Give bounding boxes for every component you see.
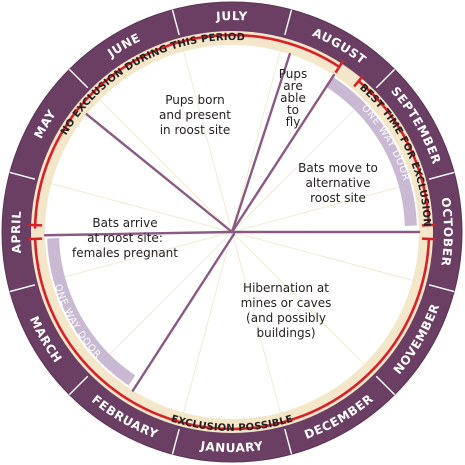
month-label: JULY [215,9,248,24]
guide-line [231,231,281,413]
month-divider [428,171,455,180]
guide-line [231,183,413,233]
month-divider [68,375,89,396]
exclusion-bracket-arc [357,80,431,226]
month-label-text: JULY [215,9,248,24]
month-divider [171,428,180,455]
month-divider [284,9,293,36]
season-spoke [43,230,234,237]
region-line: are [283,79,302,93]
exclusion-bracket-arc [33,238,233,431]
exclusion-bracket-tick [353,74,365,88]
region-line: buildings) [257,326,316,340]
guide-line [231,231,413,281]
region-line: Hibernation at [243,281,329,295]
region-line: fly [286,115,301,129]
season-spoke [85,113,234,234]
exclusion-bracket-tick [334,60,345,74]
one-way-door-arc-autumn [326,76,417,226]
region-line: Pups born [165,93,225,107]
exclusion-bracket-arc [231,33,340,68]
region-line: at roost site: [87,231,163,245]
guide-line [99,231,233,365]
month-divider [9,284,36,293]
month-divider [9,171,36,180]
region-line: females pregnant [72,246,178,260]
region-line: able [280,91,306,105]
exclusion-brackets [28,33,436,431]
guide-line [183,51,233,233]
region-line: and present [159,108,231,122]
region-line: in roost site [160,123,231,137]
month-divider [284,428,293,455]
region-line: mines or caves [241,296,332,310]
month-dividers [9,9,455,455]
month-label: JANUARY [199,439,265,455]
month-divider [68,68,89,89]
region-line: Pups [279,67,308,81]
month-divider [171,9,180,36]
guide-line [231,51,281,233]
guide-lines [51,51,413,413]
month-label-text: APRIL [9,210,23,254]
guide-line [99,99,233,233]
month-divider [428,284,455,293]
guide-line [231,231,365,365]
month-label-text: JANUARY [199,439,264,455]
month-label: APRIL [9,210,24,254]
month-divider [375,68,396,89]
season-spoke [230,52,291,234]
month-label: OCTOBER [438,197,455,268]
exclusion-bracket-arc [33,33,233,229]
month-divider [375,375,396,396]
region-line: Bats arrive [92,216,157,230]
month-label-text: OCTOBER [438,197,454,268]
region-line: Bats move to [298,161,378,175]
exclusion-bracket-arc [231,238,431,431]
region-line: to [287,103,299,117]
region-line: roost site [310,191,366,205]
season-spoke [131,232,236,392]
season-spoke [230,73,336,234]
region-line: (and possibly [246,311,326,325]
region-line: alternative [306,176,371,190]
guide-line [51,231,233,281]
season-spokes [43,52,421,392]
guide-line [51,183,233,233]
guide-line [183,231,233,413]
one-way-door-arc-spring [47,238,136,386]
guide-line [231,99,365,233]
